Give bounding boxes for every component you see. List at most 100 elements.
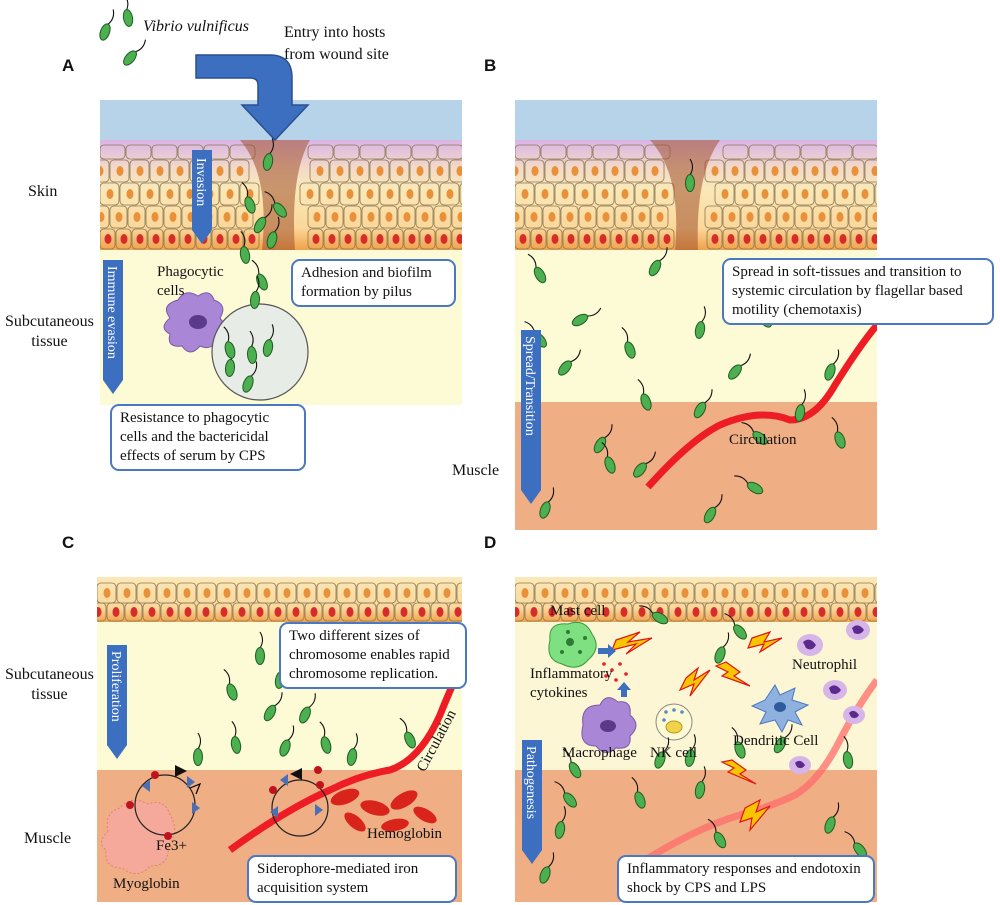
- bacterium: [773, 724, 793, 754]
- bacterium: [242, 361, 258, 393]
- cell-nucleus: [406, 189, 414, 199]
- skin-cell: [243, 228, 260, 250]
- skin-cell: [774, 144, 801, 160]
- cell-nucleus: [183, 588, 191, 598]
- skin-cell: [604, 159, 625, 183]
- skin-cells: [97, 144, 877, 622]
- cell-nucleus: [661, 189, 669, 199]
- cell-nucleus: [403, 212, 411, 222]
- skin-cell: [764, 159, 785, 183]
- skin-cell: [217, 205, 236, 229]
- cell-nucleus: [316, 166, 324, 176]
- bacterium: [734, 475, 764, 495]
- cell-nucleus: [620, 212, 628, 222]
- skin-cell: [758, 205, 777, 229]
- cell-nucleus: [360, 234, 368, 244]
- skin-cell: [451, 228, 462, 250]
- cell-nucleus: [248, 234, 256, 244]
- resistance-box: Resistance to phagocytic cells and the b…: [110, 404, 306, 471]
- entry-label: Entry into hosts from wound site: [284, 24, 389, 63]
- cell-nucleus: [561, 189, 569, 199]
- skin-cell: [299, 182, 320, 206]
- skin-cell: [592, 144, 619, 160]
- cell-nucleus: [535, 234, 543, 244]
- skin-cell: [644, 159, 665, 183]
- cell-nucleus: [791, 234, 799, 244]
- cell-nucleus: [403, 588, 411, 598]
- skin-cell: [359, 182, 380, 206]
- cell-nucleus: [599, 234, 607, 244]
- cell-nucleus: [571, 166, 579, 176]
- skin-cell: [515, 144, 541, 160]
- bacterium: [193, 732, 203, 766]
- cell-nucleus: [821, 189, 829, 199]
- cell-nucleus: [548, 212, 556, 222]
- skin-cell: [459, 183, 462, 205]
- cell-nucleus: [638, 212, 646, 222]
- cell-nucleus: [836, 607, 844, 617]
- skin-cell: [515, 228, 531, 250]
- bacterium: [251, 259, 268, 291]
- cell-nucleus: [764, 607, 772, 617]
- skin-cell: [784, 159, 805, 183]
- bacterium: [794, 389, 806, 422]
- skin-cell: [437, 144, 462, 160]
- siderophore-triangles: [142, 774, 323, 818]
- blood-vessel-c: [227, 663, 462, 853]
- cell-nucleus: [872, 212, 877, 222]
- skin-cell: [116, 582, 137, 604]
- cell-nucleus: [421, 212, 429, 222]
- cell-nucleus: [346, 189, 354, 199]
- cell-nucleus: [184, 607, 192, 617]
- skin-cell: [232, 602, 251, 622]
- cell-nucleus: [424, 234, 432, 244]
- cell-nucleus: [701, 588, 709, 598]
- cell-nucleus: [220, 607, 228, 617]
- cell-nucleus: [872, 607, 877, 617]
- bacterium: [558, 349, 581, 376]
- cell-nucleus: [136, 234, 144, 244]
- cell-nucleus: [439, 212, 447, 222]
- cell-nucleus: [454, 607, 462, 617]
- skin-cell: [818, 228, 835, 250]
- skin-cell: [874, 583, 877, 603]
- organism-label: Vibrio vulnificus: [143, 18, 249, 35]
- skin-cell: [149, 159, 170, 183]
- skin-cell: [371, 228, 388, 250]
- skin-cell: [618, 144, 645, 160]
- bacterium: [631, 777, 646, 809]
- skin-cell: [584, 159, 605, 183]
- skin-cell: [540, 144, 567, 160]
- cell-nucleus: [306, 189, 314, 199]
- cell-nucleus: [519, 234, 527, 244]
- cell-nucleus: [521, 189, 529, 199]
- skin-cell: [340, 602, 359, 622]
- cell-nucleus: [620, 607, 628, 617]
- cell-nucleus: [203, 588, 211, 598]
- cycle-arrowhead-2: [290, 768, 302, 780]
- skin-cell: [385, 144, 412, 160]
- bacterium: [255, 631, 265, 665]
- cell-nucleus: [336, 166, 344, 176]
- cell-nucleus: [602, 607, 610, 617]
- skin-cell: [834, 182, 855, 206]
- skin-cell: [219, 182, 240, 206]
- bacterium: [279, 725, 295, 757]
- layer-subcutaneous-a: Subcutaneous tissue: [5, 313, 94, 350]
- cell-nucleus: [423, 588, 431, 598]
- skin-cell: [100, 205, 110, 229]
- cell-nucleus: [721, 189, 729, 199]
- cell-nucleus: [328, 607, 336, 617]
- bacterium: [601, 442, 616, 474]
- bacterium: [99, 9, 115, 41]
- bacterium: [562, 748, 582, 779]
- fe3-label: Fe3+: [156, 838, 187, 854]
- skin-cell: [800, 144, 827, 160]
- skin-cell: [419, 228, 436, 250]
- cell-nucleus: [152, 234, 160, 244]
- skin-cell: [824, 159, 845, 183]
- skin-cell: [740, 205, 759, 229]
- skin-cell: [578, 228, 595, 250]
- skin-cell: [596, 602, 615, 622]
